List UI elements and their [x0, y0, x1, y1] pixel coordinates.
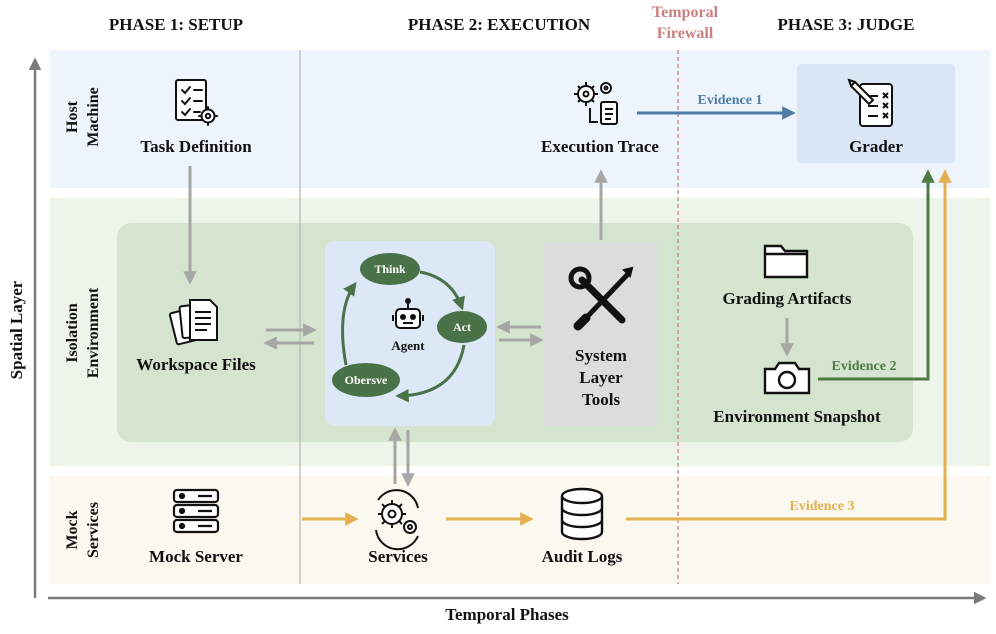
workspace-files-label: Workspace Files [136, 355, 256, 374]
row-label-mock-line2: Services [85, 502, 102, 558]
loop-arrow-think-act [419, 270, 465, 311]
checklist-gear-icon [175, 79, 218, 126]
execution-trace-label: Execution Trace [541, 137, 659, 156]
arrow-evidence-3 [626, 169, 952, 521]
system-tools-label-line2: Layer [579, 368, 623, 387]
think-node [360, 253, 420, 285]
evidence-3-label: Evidence 3 [790, 499, 855, 514]
grader-label: Grader [849, 137, 903, 156]
loop-arrow-act-observe [395, 344, 466, 403]
observe-node [332, 363, 400, 397]
act-node [437, 311, 487, 343]
evidence-2-label: Evidence 2 [832, 359, 897, 374]
firewall-label-line1: Temporal [652, 4, 719, 21]
phase-3-title: PHASE 3: JUDGE [778, 15, 915, 34]
grading-sheet-icon [847, 78, 893, 127]
act-label: Act [453, 320, 471, 334]
arrow-evidence-2 [818, 169, 935, 381]
observe-label: Obersve [345, 373, 388, 387]
services-label: Services [368, 547, 428, 566]
folder-icon [763, 244, 809, 279]
row-label-isolation-line2: Environment [85, 287, 102, 378]
mock-server-label: Mock Server [149, 547, 243, 566]
camera-icon [763, 361, 811, 395]
row-label-host-line2: Machine [85, 87, 102, 147]
evidence-1-label: Evidence 1 [698, 93, 763, 108]
phase-1-title: PHASE 1: SETUP [109, 15, 243, 34]
gears-document-icon [574, 82, 618, 125]
audit-logs-label: Audit Logs [542, 547, 623, 566]
system-tools-label-line3: Tools [582, 390, 621, 409]
row-label-isolation-line1: Isolation [64, 303, 81, 363]
row-label-host-line1: Host [64, 100, 81, 133]
y-axis-label: Spatial Layer [7, 280, 26, 379]
documents-icon [168, 299, 218, 346]
server-icon [172, 488, 220, 534]
task-definition-label: Task Definition [140, 137, 252, 156]
database-icon [560, 487, 604, 541]
phase-2-title: PHASE 2: EXECUTION [408, 15, 591, 34]
firewall-label-line2: Firewall [657, 25, 714, 42]
wrench-screwdriver-icon [568, 266, 634, 331]
grading-artifacts-label: Grading Artifacts [723, 289, 852, 308]
x-axis-label: Temporal Phases [445, 605, 569, 624]
system-tools-label-line1: System [575, 346, 627, 365]
gear-cycle-icon [375, 489, 419, 551]
robot-icon [392, 298, 424, 329]
environment-snapshot-label: Environment Snapshot [713, 407, 881, 426]
row-label-mock-line1: Mock [64, 510, 81, 549]
isolation-inner-panel [117, 223, 913, 442]
agent-label: Agent [391, 338, 425, 353]
system-tools-box [544, 241, 658, 426]
loop-arrow-observe-think [341, 281, 357, 366]
think-label: Think [374, 262, 406, 276]
